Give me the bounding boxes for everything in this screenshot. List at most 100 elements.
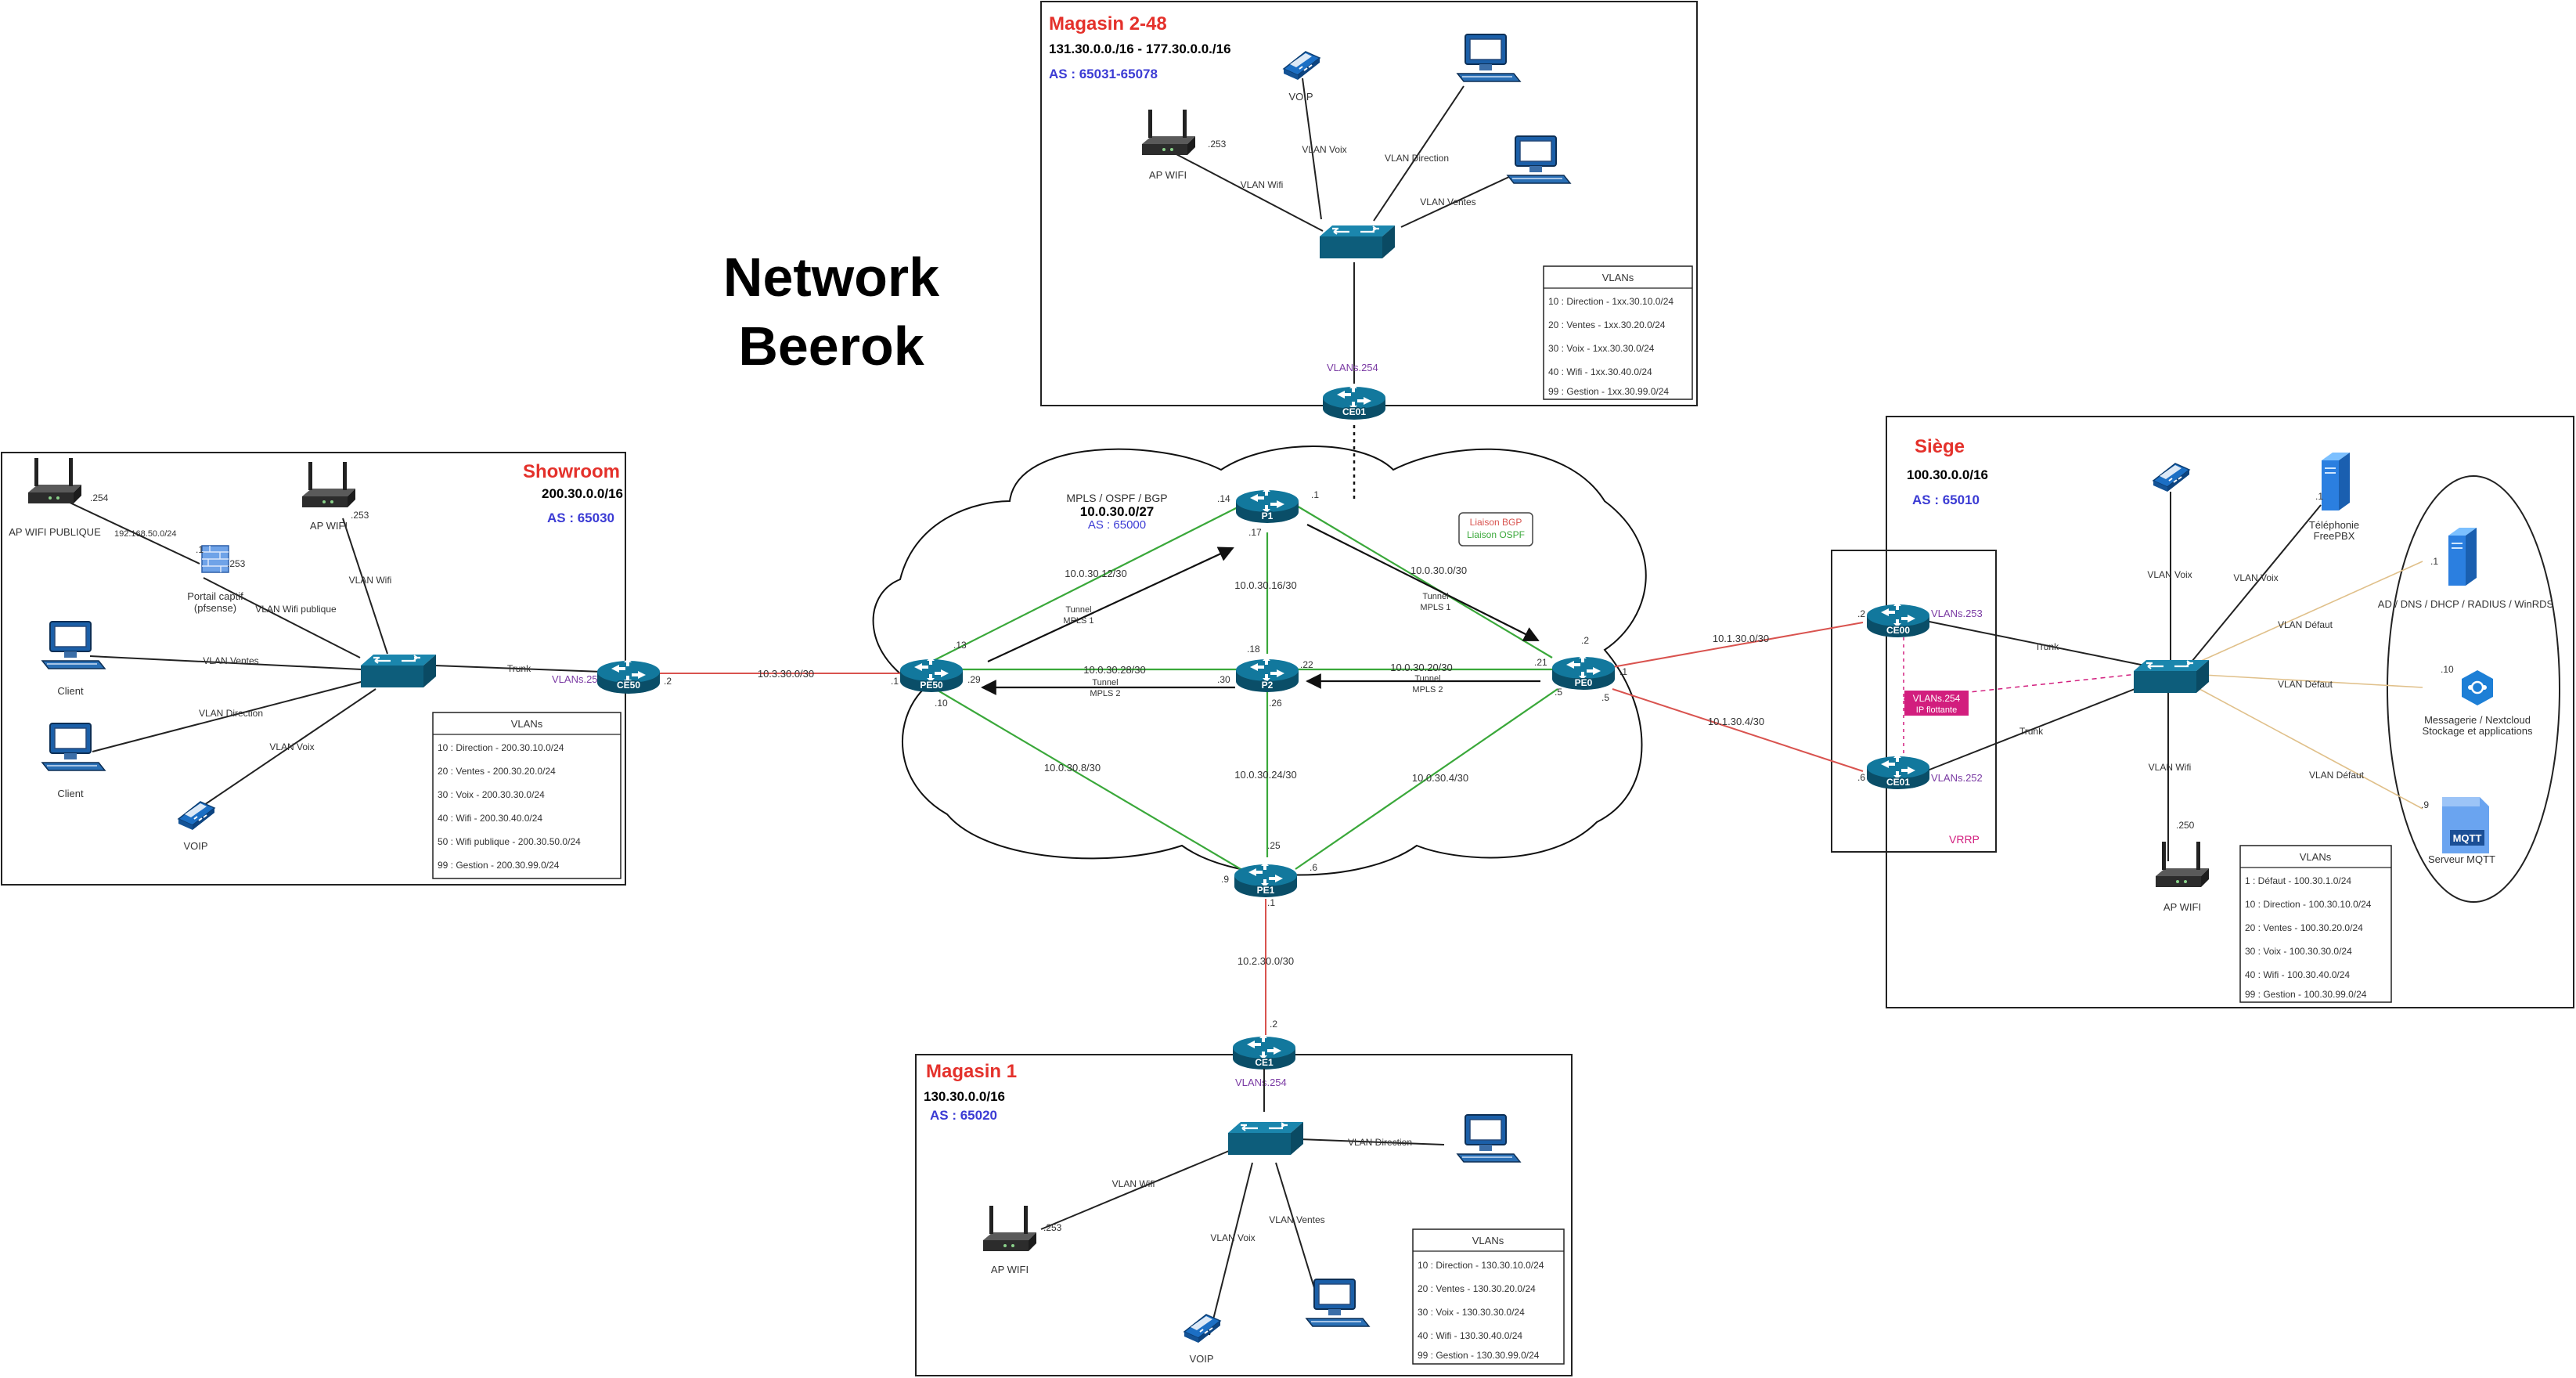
vlans-row: 10 : Direction - 130.30.10.0/24 xyxy=(1418,1260,1544,1271)
site-as-showroom: AS : 65030 xyxy=(547,510,614,525)
m1-ap-label: AP WIFI xyxy=(991,1264,1029,1275)
router-p1-label: P1 xyxy=(1262,510,1274,521)
link-p1-p2-subnet: 10.0.30.16/30 xyxy=(1234,579,1297,591)
pc-icon xyxy=(41,723,106,771)
server-group-ellipse xyxy=(2387,475,2560,903)
m1-ap-ip: .253 xyxy=(1043,1222,1062,1233)
pc-icon xyxy=(1306,1279,1370,1327)
tunnel-mpls-1-label-a-line2: MPLS 1 xyxy=(1063,616,1093,626)
siege-lan-links xyxy=(1925,492,2322,861)
link-pe0-ce01-subnet: 10.1.30.4/30 xyxy=(1708,716,1764,727)
portal-label-line1: Portail captif xyxy=(187,590,243,602)
vrrp-floating-link xyxy=(1903,673,2145,700)
ce00-if-ip: .2 xyxy=(1857,608,1865,619)
legend-bgp: Liaison BGP xyxy=(1470,517,1522,528)
wifi-ap-icon xyxy=(983,1206,1036,1251)
vlans-row: 30 : Voix - 1xx.30.30.0/24 xyxy=(1548,343,1655,354)
showroom-client-1-label: Client xyxy=(57,685,84,697)
if-ip: .21 xyxy=(1534,657,1547,668)
vlans-row: 20 : Ventes - 130.30.20.0/24 xyxy=(1418,1283,1536,1294)
edge-bgp-links xyxy=(659,622,1864,1035)
tunnel-mpls-1-label-b-line1: Tunnel xyxy=(1422,592,1448,601)
if-ip: .14 xyxy=(1217,493,1230,504)
vrrp-label: VRRP xyxy=(1949,833,1980,846)
site-as-magasin-2-48: AS : 65031-65078 xyxy=(1049,67,1158,81)
link-pe0-p2-subnet: 10.0.30.20/30 xyxy=(1390,662,1453,673)
vlans-row: 20 : Ventes - 1xx.30.20.0/24 xyxy=(1548,319,1666,330)
if-ip: .9 xyxy=(1221,874,1229,885)
if-ip: .13 xyxy=(953,640,967,651)
ce01-siege-vlan-interface: VLANs.252 xyxy=(1931,772,1983,784)
link-p1-pe0-subnet: 10.0.30.0/30 xyxy=(1410,565,1467,576)
router-ce01-siege-label: CE01 xyxy=(1886,777,1910,788)
vlans-row: 1 : Défaut - 100.30.1.0/24 xyxy=(2245,875,2351,886)
vlans-table-magasin-2-48: VLANs 10 : Direction - 1xx.30.10.0/24 20… xyxy=(1543,265,1693,400)
siege-trunk-1-label: Trunk xyxy=(2035,641,2059,652)
vlans-row: 40 : Wifi - 100.30.40.0/24 xyxy=(2245,969,2350,980)
m1-vlan-ventes-label: VLAN Ventes xyxy=(1269,1214,1324,1225)
site-as-siege: AS : 65010 xyxy=(1912,492,1980,507)
diagram-title-line1: Network xyxy=(723,247,939,308)
site-title-magasin-1: Magasin 1 xyxy=(926,1061,1017,1082)
showroom-vlan-direction-label: VLAN Direction xyxy=(199,708,263,719)
freepbx-ip: .1 xyxy=(2315,491,2323,502)
vrrp-box xyxy=(1831,550,1997,853)
pc-icon xyxy=(1457,1114,1521,1163)
vlans-row: 20 : Ventes - 100.30.20.0/24 xyxy=(2245,922,2363,933)
vlans-row: 30 : Voix - 200.30.30.0/24 xyxy=(438,789,545,800)
link-p2-pe1-subnet: 10.0.30.24/30 xyxy=(1234,769,1297,781)
if-ip: .17 xyxy=(1248,527,1262,538)
vlans-row: 40 : Wifi - 200.30.40.0/24 xyxy=(438,813,542,824)
portal-label-line2: (pfsense) xyxy=(194,602,236,614)
vlans-row: 99 : Gestion - 100.30.99.0/24 xyxy=(2245,989,2367,1000)
core-as: AS : 65000 xyxy=(1088,518,1146,532)
pc-icon xyxy=(1457,34,1521,82)
link-pe1-ce1-subnet: 10.2.30.0/30 xyxy=(1238,955,1294,967)
ce1-if-ip: .2 xyxy=(1270,1019,1277,1030)
mqtt-ip: .9 xyxy=(2421,799,2429,810)
link-pe0-pe1-subnet: 10.0.30.4/30 xyxy=(1412,772,1468,784)
router-ce50-label: CE50 xyxy=(617,680,640,691)
link-pe50-pe1-subnet: 10.0.30.8/30 xyxy=(1044,762,1101,774)
router-ce00-label: CE00 xyxy=(1886,625,1910,636)
site-as-magasin-1: AS : 65020 xyxy=(930,1108,997,1123)
showroom-vlan-ventes-label: VLAN Ventes xyxy=(203,655,258,666)
if-ip: .1 xyxy=(1619,666,1627,677)
if-ip: .5 xyxy=(1601,692,1609,703)
vlans-row: 99 : Gestion - 1xx.30.99.0/24 xyxy=(1548,386,1669,397)
showroom-vlan-wifi-publique-label: VLAN Wifi publique xyxy=(255,604,337,615)
nextcloud-label-line2: Stockage et applications xyxy=(2423,725,2533,737)
showroom-ap-public-label: AP WIFI PUBLIQUE xyxy=(9,526,101,538)
vlans-row: 40 : Wifi - 1xx.30.40.0/24 xyxy=(1548,366,1652,377)
voip-phone-icon xyxy=(1283,51,1320,81)
mpls-tunnel-1-arrow-pe50-p1 xyxy=(987,547,1234,662)
tunnel-mpls-2-label-a-line2: MPLS 2 xyxy=(1090,689,1120,698)
tunnel-mpls-1-label-a-line1: Tunnel xyxy=(1065,605,1091,615)
ad-server-ip: .1 xyxy=(2430,556,2438,567)
vlans-table-showroom: VLANs 10 : Direction - 200.30.10.0/24 20… xyxy=(432,712,621,879)
link-legend: Liaison BGP Liaison OSPF xyxy=(1458,512,1533,547)
showroom-ap-public-ip: .254 xyxy=(90,492,109,503)
siege-vlan-defaut-label-1: VLAN Défaut xyxy=(2278,619,2333,630)
m248-vlan-ventes-label: VLAN Ventes xyxy=(1420,197,1475,207)
vlans-table-title: VLANs xyxy=(1472,1235,1504,1246)
voip-phone-icon xyxy=(2153,463,2190,492)
if-ip: .5 xyxy=(1555,687,1562,698)
voip-phone-icon xyxy=(178,801,215,831)
if-ip: .6 xyxy=(1310,862,1317,873)
router-pe1-label: PE1 xyxy=(1257,885,1275,896)
siege-vlan-voix-label-1: VLAN Voix xyxy=(2147,569,2192,580)
voip-phone-icon xyxy=(1184,1314,1221,1344)
showroom-ap-label: AP WIFI xyxy=(310,520,348,532)
site-subnet-siege: 100.30.0.0/16 xyxy=(1907,467,1988,482)
site-subnet-magasin-1: 130.30.0.0/16 xyxy=(924,1089,1005,1104)
vlans-row: 20 : Ventes - 200.30.20.0/24 xyxy=(438,766,556,777)
mpls-tunnel-1-arrow-p1-pe0 xyxy=(1306,524,1540,641)
ce1-vlan-interface: VLANs.254 xyxy=(1235,1077,1287,1088)
m248-lan-links xyxy=(1158,78,1511,384)
m248-vlan-voix-label: VLAN Voix xyxy=(1302,144,1346,155)
m248-vlan-direction-label: VLAN Direction xyxy=(1385,153,1449,164)
vlans-row: 50 : Wifi publique - 200.30.50.0/24 xyxy=(438,836,581,847)
portal-ip-2: .253 xyxy=(227,558,246,569)
wifi-ap-icon xyxy=(2156,842,2209,887)
